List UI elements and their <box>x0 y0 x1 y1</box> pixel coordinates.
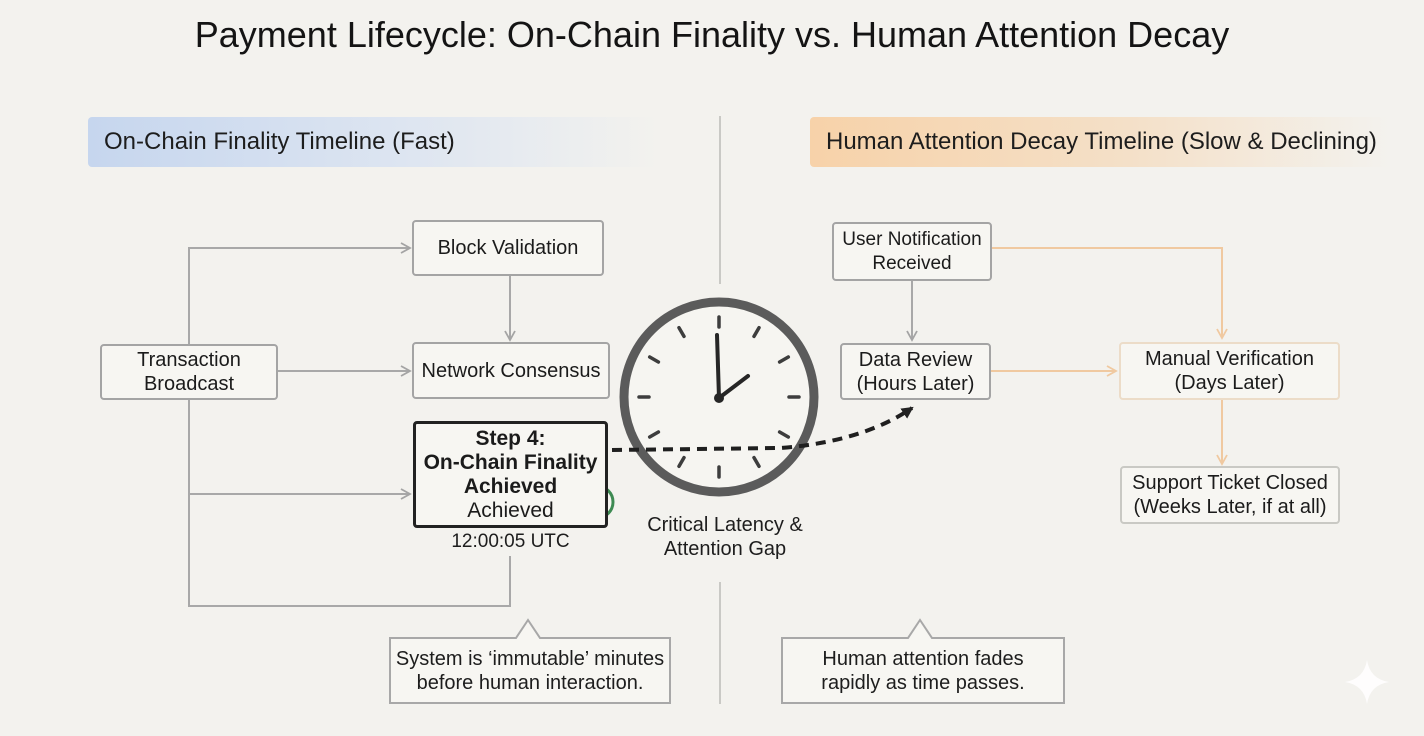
node-text-line: (Hours Later) <box>856 372 975 395</box>
page-title: Payment Lifecycle: On-Chain Finality vs.… <box>194 14 1230 55</box>
latency-gap-arrow <box>611 406 914 452</box>
node-manual-verification: Manual Verification (Days Later) <box>1119 342 1340 400</box>
callout-line: before human interaction. <box>416 672 644 694</box>
sparkle-icon <box>1345 660 1389 704</box>
right-callout-text: Human attention fades rapidly as time pa… <box>782 647 1064 695</box>
node-text-line: Achieved <box>463 474 558 498</box>
node-text-line: Step 4: <box>475 426 546 450</box>
caption-line: Critical Latency & <box>647 514 803 536</box>
connector-loop-back <box>188 494 511 607</box>
node-text-line: Manual Verification <box>1145 348 1314 370</box>
node-text-line: Transaction <box>137 349 241 371</box>
node-network-consensus: Network Consensus <box>412 342 610 399</box>
node-text-line: Received <box>872 252 952 274</box>
left-callout-text: System is ‘immutable’ minutes before hum… <box>390 647 670 695</box>
finality-timestamp: 12:00:05 UTC <box>451 531 570 552</box>
clock-tick <box>777 430 791 439</box>
connector-broadcast-to-validation <box>188 242 412 344</box>
clock-tick <box>677 325 686 339</box>
connector-broadcast-to-finality <box>188 400 412 500</box>
node-text-line: Network Consensus <box>421 359 601 382</box>
node-text-line: Data Review <box>858 348 973 371</box>
callout-line: System is ‘immutable’ minutes <box>395 648 665 670</box>
left-timeline-banner: On-Chain Finality Timeline (Fast) <box>88 117 658 167</box>
right-callout-bubble <box>781 618 1065 704</box>
clock-icon <box>619 297 819 497</box>
node-text-line: Support Ticket Closed <box>1132 472 1328 494</box>
node-text-line: Achieved <box>467 498 554 522</box>
clock-tick <box>752 455 761 469</box>
node-text-line: Broadcast <box>143 373 235 395</box>
clock-tick <box>647 355 661 364</box>
node-data-review: Data Review (Hours Later) <box>840 343 991 400</box>
node-transaction-broadcast: Transaction Broadcast <box>100 344 278 400</box>
callout-line: rapidly as time passes. <box>821 672 1025 694</box>
node-text-line: User Notification <box>842 228 982 250</box>
clock-tick <box>677 455 686 469</box>
latency-gap-caption: Critical Latency & Attention Gap <box>620 513 830 561</box>
node-onchain-finality: Step 4: On-Chain Finality Achieved Achie… <box>413 421 608 528</box>
node-block-validation: Block Validation <box>412 220 604 276</box>
node-text-line: (Days Later) <box>1174 372 1285 394</box>
connector-notification-to-verification <box>991 247 1228 340</box>
callout-line: Human attention fades <box>822 648 1024 670</box>
node-support-ticket: Support Ticket Closed (Weeks Later, if a… <box>1120 466 1340 524</box>
right-timeline-banner: Human Attention Decay Timeline (Slow & D… <box>810 117 1390 167</box>
caption-line: Attention Gap <box>663 538 787 560</box>
clock-tick <box>647 430 661 439</box>
left-callout-bubble <box>389 618 671 704</box>
node-text-line: On-Chain Finality <box>423 450 598 474</box>
node-text-line: (Weeks Later, if at all) <box>1133 496 1327 518</box>
clock-tick <box>752 325 761 339</box>
clock-tick <box>777 355 791 364</box>
node-user-notification: User Notification Received <box>832 222 992 281</box>
node-text-line: Block Validation <box>437 237 579 259</box>
